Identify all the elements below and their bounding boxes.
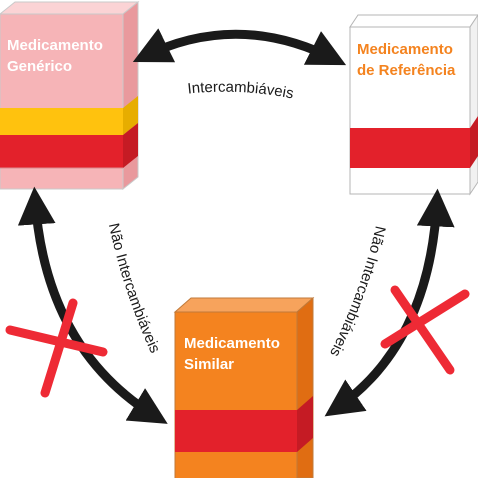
reference-red-stripe: [350, 128, 470, 168]
generic-red-stripe: [0, 135, 123, 168]
right-cross-icon: [380, 285, 470, 375]
generic-box-label-line1: Medicamento: [7, 37, 103, 54]
left-cross-icon: [5, 298, 108, 398]
similar-box-side: [296, 296, 314, 478]
similar-box-top: [173, 297, 315, 313]
top-relation-label: Intercambiáveis: [187, 79, 295, 103]
generic-yellow-stripe: [0, 108, 123, 135]
reference-box-label-line1: Medicamento: [357, 41, 453, 58]
reference-medicine-box: Medicamento de Referência: [349, 14, 478, 196]
top-double-arrow: [132, 28, 347, 66]
similar-box-label-line2: Similar: [184, 356, 234, 373]
left-relation-label: Não Intercambiáveis: [105, 222, 164, 356]
generic-yellow-stripe-side: [123, 96, 138, 135]
top-relation-text: Intercambiáveis: [187, 79, 295, 103]
similar-box-label-line1: Medicamento: [184, 335, 280, 352]
generic-box-top: [0, 1, 140, 15]
similar-red-stripe: [175, 410, 297, 452]
left-double-arrow: [17, 186, 168, 424]
left-relation-text: Não Intercambiáveis: [105, 222, 164, 356]
generic-medicine-box: Medicamento Genérico: [0, 0, 140, 191]
similar-medicine-box: Medicamento Similar: [173, 296, 315, 478]
reference-box-side: [469, 14, 478, 196]
reference-box-top: [349, 14, 478, 28]
generic-red-stripe-side: [123, 123, 138, 168]
right-relation-label: Não Intercambiáveis: [326, 224, 389, 359]
reference-box-label-line2: de Referência: [357, 62, 456, 79]
reference-red-stripe-side: [470, 116, 478, 168]
right-relation-text: Não Intercambiáveis: [326, 224, 389, 359]
similar-red-stripe-side: [297, 396, 313, 452]
generic-box-label-line2: Genérico: [7, 58, 72, 75]
